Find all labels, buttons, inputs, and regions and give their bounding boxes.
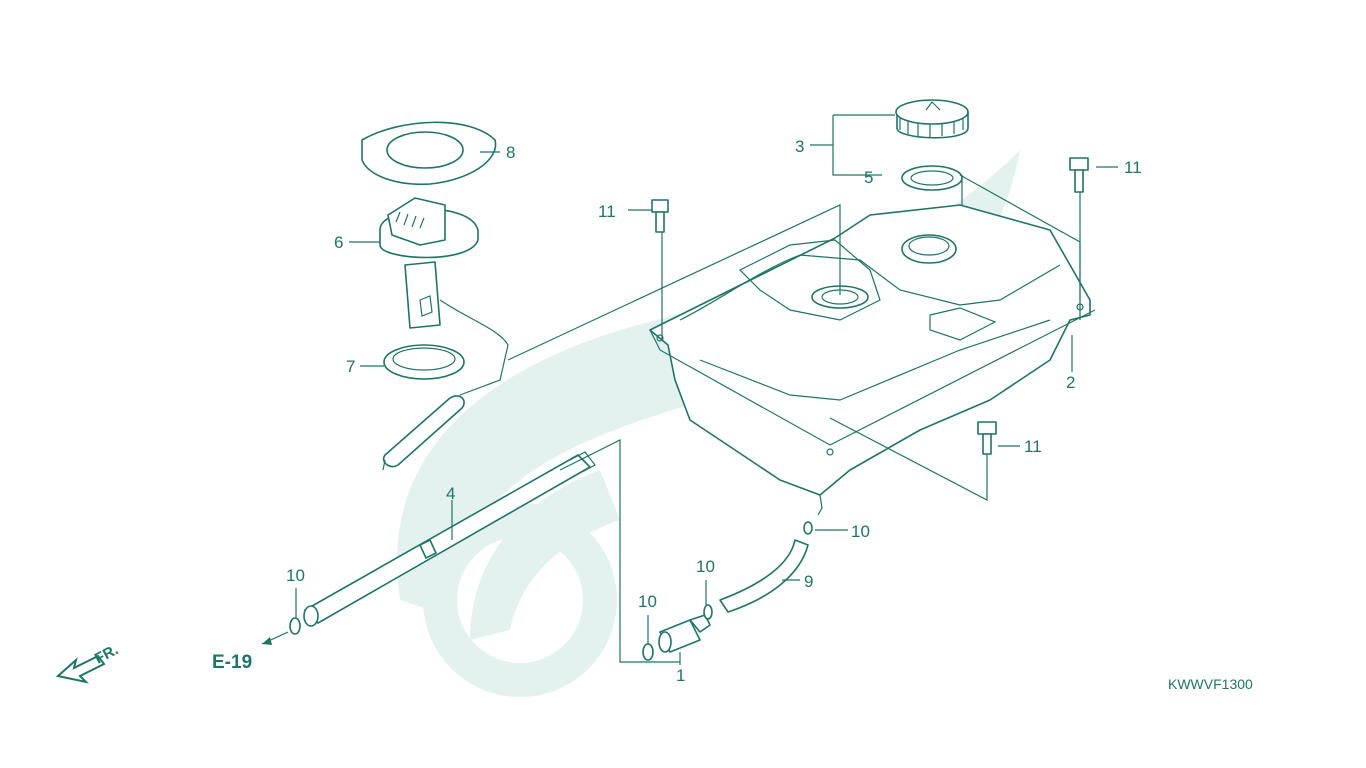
fuel-unit-packing xyxy=(383,344,465,380)
callout-9: 9 xyxy=(804,572,813,591)
fuel-cap xyxy=(895,99,969,139)
fuel-tank xyxy=(649,204,1096,516)
callout-4: 4 xyxy=(446,484,455,503)
cross-reference-label: E-19 xyxy=(212,652,252,673)
callout-3: 3 xyxy=(795,137,804,156)
hose-clips xyxy=(289,521,813,661)
callout-10-hose-clip: 10 xyxy=(696,557,715,576)
front-direction-arrow: FR. xyxy=(55,641,121,684)
fuel-unit xyxy=(379,197,509,396)
cap-packing xyxy=(901,165,963,191)
callout-2: 2 xyxy=(1066,373,1075,392)
figure-code: KWWVF1300 xyxy=(1168,676,1253,692)
fuel-hose xyxy=(719,539,809,613)
leader-lines xyxy=(261,114,1118,665)
bolts xyxy=(651,157,1089,455)
callout-10-tank-clip: 10 xyxy=(851,522,870,541)
callout-1: 1 xyxy=(676,666,685,685)
callout-6: 6 xyxy=(334,233,343,252)
breather-tube xyxy=(303,451,596,627)
callout-7: 7 xyxy=(346,357,355,376)
callout-11-left: 11 xyxy=(598,202,616,221)
callout-11-bottom: 11 xyxy=(1024,437,1042,456)
callout-10-tube-clip: 10 xyxy=(286,566,305,585)
callout-10-valve-clip: 10 xyxy=(638,592,657,611)
fuel-float xyxy=(382,395,465,471)
fuel-filter-valve xyxy=(658,614,711,653)
callout-11-right: 11 xyxy=(1124,158,1142,177)
callout-8: 8 xyxy=(506,143,515,162)
fuel-unit-retainer xyxy=(361,121,497,185)
callout-5: 5 xyxy=(864,168,873,187)
